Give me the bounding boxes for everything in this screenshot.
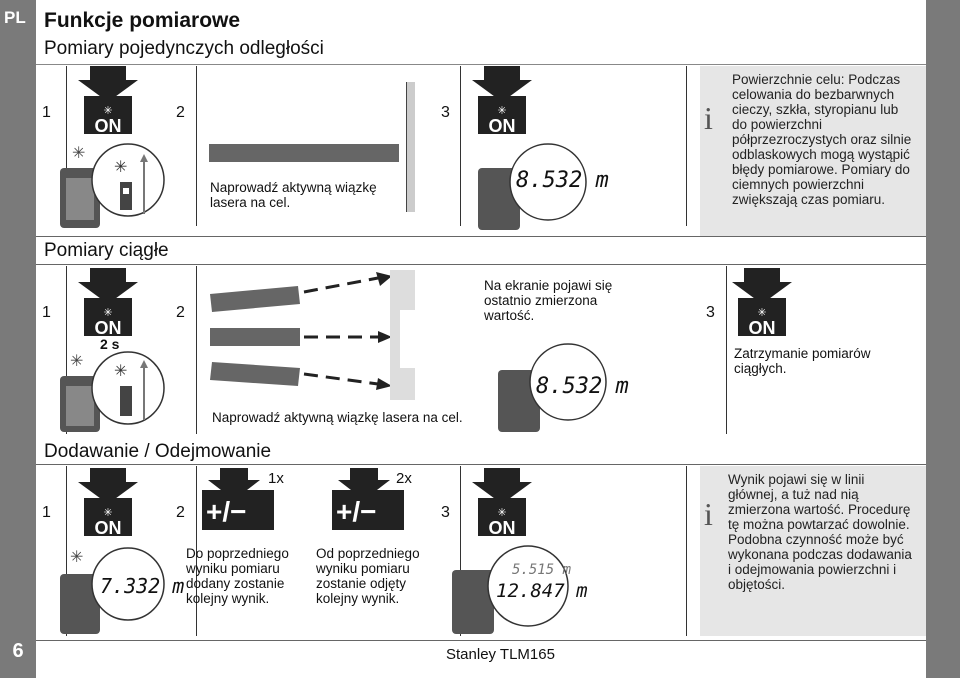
plus-minus-button	[332, 468, 404, 530]
svg-text:✳: ✳	[114, 363, 127, 380]
section-heading-single: Pomiary pojedynczych odległości	[44, 38, 324, 59]
display-value: 8.532 m	[516, 168, 609, 193]
svg-text:ON: ON	[489, 116, 516, 136]
step-number: 1	[42, 304, 51, 321]
plus-minus-label: +/−	[336, 496, 377, 527]
display-value: 7.332 m	[100, 574, 185, 598]
hold-time: 2 s	[100, 336, 120, 352]
display-bubble	[478, 143, 587, 230]
step-description: Zatrzymanie pomiarów ciągłych.	[734, 346, 871, 376]
on-button-icon: ✳ ON	[78, 66, 138, 136]
section-heading-continuous: Pomiary ciągłe	[44, 240, 169, 261]
laser-device-icon: ✳ ✳	[60, 143, 165, 228]
step-description: Od poprzedniego wyniku pomiaru zostanie …	[316, 546, 420, 606]
display-description: Na ekranie pojawi się ostatnio zmierzona…	[484, 278, 613, 323]
display-value: 8.532 m	[536, 374, 629, 399]
info-box	[700, 466, 926, 636]
display-bubble	[452, 545, 569, 634]
previous-value: 5.515 m	[512, 562, 572, 578]
on-button-icon: ✳ ON	[78, 268, 138, 338]
page-number: 6	[12, 640, 24, 662]
target-wall	[406, 82, 415, 212]
step-description: Naprowadź aktywną wiązkę lasera na cel.	[212, 410, 463, 425]
info-box	[700, 66, 926, 236]
step-description: Do poprzedniego wyniku pomiaru dodany zo…	[186, 546, 289, 606]
display-bubble	[498, 343, 607, 432]
right-sidebar	[926, 0, 960, 678]
step-number: 1	[42, 104, 51, 121]
plus-minus-button	[202, 468, 274, 530]
svg-text:✳: ✳	[497, 105, 506, 117]
on-button-icon: ✳ ON	[472, 468, 532, 538]
step-number: 2	[176, 304, 185, 321]
plus-minus-label: +/−	[206, 496, 247, 527]
svg-text:ON: ON	[95, 518, 122, 538]
step-number: 3	[441, 104, 450, 121]
result-value: 12.847 m	[496, 580, 588, 602]
info-icon: i	[704, 496, 713, 532]
svg-text:✳: ✳	[70, 549, 83, 566]
step-number: 2	[176, 104, 185, 121]
svg-text:✳: ✳	[70, 353, 83, 370]
step-number: 2	[176, 504, 185, 521]
left-sidebar	[0, 0, 36, 678]
svg-text:ON: ON	[749, 318, 776, 338]
info-note: Powierzchnie celu: Podczas celowania do …	[732, 72, 912, 207]
svg-text:✳: ✳	[114, 159, 127, 176]
on-button-icon: ✳ ON	[472, 66, 532, 136]
on-button-icon: ✳ ON	[78, 468, 138, 538]
svg-text:ON: ON	[489, 518, 516, 538]
svg-text:✳: ✳	[757, 307, 766, 319]
svg-text:✳: ✳	[103, 507, 112, 519]
page-title: Funkcje pomiarowe	[44, 9, 241, 32]
svg-text:✳: ✳	[103, 105, 112, 117]
svg-text:ON: ON	[95, 318, 122, 338]
step-number: 3	[706, 304, 715, 321]
step-description: Naprowadź aktywną wiązkę lasera na cel.	[210, 180, 377, 210]
svg-text:✳: ✳	[103, 307, 112, 319]
footer-model: Stanley TLM165	[446, 646, 555, 663]
svg-text:ON: ON	[95, 116, 122, 136]
section-heading-add-subtract: Dodawanie / Odejmowanie	[44, 441, 272, 462]
svg-text:✳: ✳	[72, 145, 85, 162]
press-count: 1x	[268, 470, 284, 487]
language-label: PL	[4, 8, 26, 27]
step-number: 1	[42, 504, 51, 521]
info-note: Wynik pojawi się w linii głównej, a tuż …	[728, 472, 912, 592]
continuous-laser-diagram	[210, 270, 415, 400]
info-icon: i	[704, 100, 713, 136]
press-count: 2x	[396, 470, 412, 487]
on-button-icon: ✳ ON	[732, 268, 792, 338]
step-number: 3	[441, 504, 450, 521]
laser-device-icon: ✳ ✳	[60, 351, 165, 432]
display-bubble: ✳	[60, 547, 165, 634]
svg-text:✳: ✳	[497, 507, 506, 519]
laser-beam	[209, 144, 399, 162]
